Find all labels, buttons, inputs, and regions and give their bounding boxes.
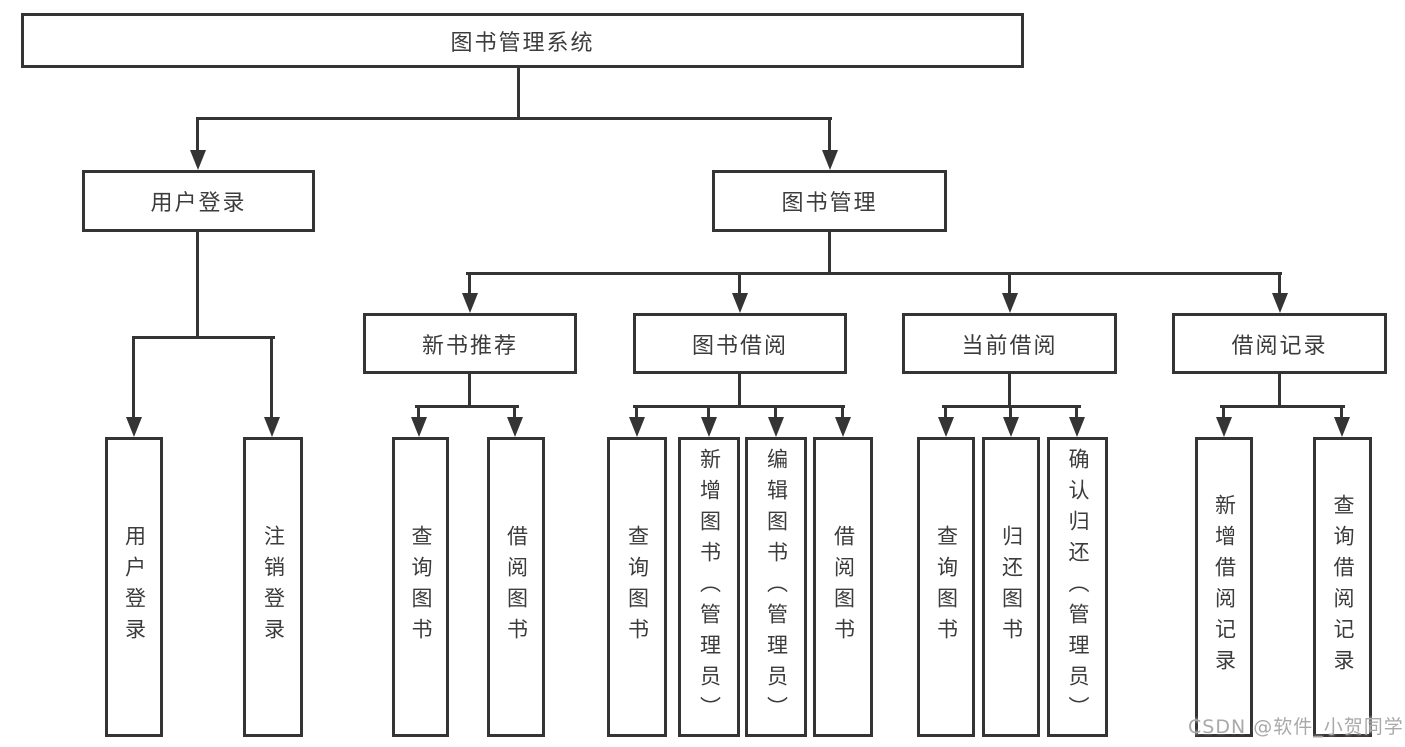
arrow-down-icon <box>732 293 748 313</box>
connector-line <box>1220 405 1345 408</box>
leaf-query-borrow-record: 查询借阅记录 <box>1313 437 1372 737</box>
arrow-down-icon <box>507 417 523 437</box>
leaf-add-books-admin: 新增图书（管理员） <box>678 437 740 737</box>
node-library-management-system: 图书管理系统 <box>21 13 1024 68</box>
leaf-query-books-current: 查询图书 <box>917 437 975 737</box>
connector-line <box>468 272 471 295</box>
node-label: 新增图书（管理员） <box>697 447 722 727</box>
connector-line <box>196 117 199 152</box>
node-label: 新增借阅记录 <box>1212 494 1237 680</box>
connector-line <box>417 405 420 419</box>
connector-line <box>1340 405 1343 419</box>
connector-line <box>468 372 471 408</box>
node-label: 图书管理系统 <box>450 30 595 56</box>
arrow-down-icon <box>1002 293 1018 313</box>
arrow-down-icon <box>126 417 142 437</box>
leaf-logout-login: 注销登录 <box>243 437 303 737</box>
arrow-down-icon <box>768 417 784 437</box>
connector-line <box>132 336 135 419</box>
leaf-user-login: 用户登录 <box>105 437 163 737</box>
connector-line <box>517 66 520 119</box>
node-label: 查询借阅记录 <box>1331 494 1355 680</box>
node-label: 借阅图书 <box>504 525 529 649</box>
node-label: 查询图书 <box>625 525 650 649</box>
node-label: 新书推荐 <box>421 333 518 359</box>
connector-line <box>738 272 741 295</box>
connector-line <box>1009 405 1012 419</box>
arrow-down-icon <box>938 417 954 437</box>
connector-line <box>707 405 710 419</box>
arrow-down-icon <box>462 293 478 313</box>
arrow-down-icon <box>1334 417 1350 437</box>
arrow-down-icon <box>264 417 280 437</box>
connector-line <box>1008 372 1011 408</box>
leaf-return-books: 归还图书 <box>982 437 1040 737</box>
node-borrowing-records: 借阅记录 <box>1172 313 1387 374</box>
node-label: 查询图书 <box>409 525 433 649</box>
leaf-add-borrow-record: 新增借阅记录 <box>1195 437 1253 737</box>
arrow-down-icon <box>835 417 851 437</box>
connector-line <box>1222 405 1225 419</box>
arrow-down-icon <box>822 150 838 170</box>
connector-line <box>635 405 638 419</box>
connector-line <box>196 117 832 120</box>
node-label: 用户登录 <box>122 525 147 649</box>
leaf-query-books-borrowing: 查询图书 <box>607 437 667 737</box>
node-label: 用户登录 <box>150 191 247 216</box>
node-book-borrowing: 图书借阅 <box>633 313 847 374</box>
connector-line <box>132 336 275 339</box>
node-label: 图书借阅 <box>691 333 788 359</box>
leaf-borrow-books-borrowing: 借阅图书 <box>813 437 873 737</box>
connector-line <box>1008 272 1011 295</box>
connector-line <box>1278 272 1281 295</box>
node-label: 归还图书 <box>999 525 1024 649</box>
arrow-down-icon <box>1069 417 1085 437</box>
connector-line <box>466 272 1282 275</box>
node-label: 借阅图书 <box>831 525 856 649</box>
connector-line <box>738 372 741 408</box>
leaf-borrow-books-recommendation: 借阅图书 <box>487 437 545 737</box>
connector-line <box>513 405 516 419</box>
connector-line <box>415 405 519 408</box>
node-user-login: 用户登录 <box>82 170 315 232</box>
arrow-down-icon <box>629 417 645 437</box>
connector-line <box>828 231 831 274</box>
connector-line <box>828 117 831 152</box>
connector-line <box>774 405 777 419</box>
node-new-book-recommendation: 新书推荐 <box>363 313 577 374</box>
arrow-down-icon <box>1003 417 1019 437</box>
arrow-down-icon <box>411 417 427 437</box>
leaf-confirm-return-admin: 确认归还（管理员） <box>1047 437 1108 737</box>
arrow-down-icon <box>1272 293 1288 313</box>
arrow-down-icon <box>190 150 206 170</box>
node-label: 当前借阅 <box>961 333 1058 359</box>
node-label: 确认归还（管理员） <box>1066 447 1090 727</box>
arrow-down-icon <box>701 417 717 437</box>
connector-line <box>633 405 845 408</box>
node-book-management: 图书管理 <box>712 170 947 232</box>
watermark: CSDN @软件_小贺同学 <box>1188 716 1404 738</box>
node-label: 注销登录 <box>261 525 286 649</box>
leaf-edit-books-admin: 编辑图书（管理员） <box>745 437 807 737</box>
connector-line <box>841 405 844 419</box>
connector-line <box>196 231 199 338</box>
node-label: 借阅记录 <box>1231 333 1328 359</box>
connector-line <box>944 405 947 419</box>
node-label: 编辑图书（管理员） <box>764 447 789 727</box>
node-label: 查询图书 <box>934 525 959 649</box>
leaf-query-books-recommendation: 查询图书 <box>392 437 449 737</box>
connector-line <box>270 336 273 419</box>
node-label: 图书管理 <box>781 191 878 216</box>
connector-line <box>1278 372 1281 408</box>
connector-line <box>1075 405 1078 419</box>
node-current-borrowing: 当前借阅 <box>902 313 1117 374</box>
arrow-down-icon <box>1216 417 1232 437</box>
